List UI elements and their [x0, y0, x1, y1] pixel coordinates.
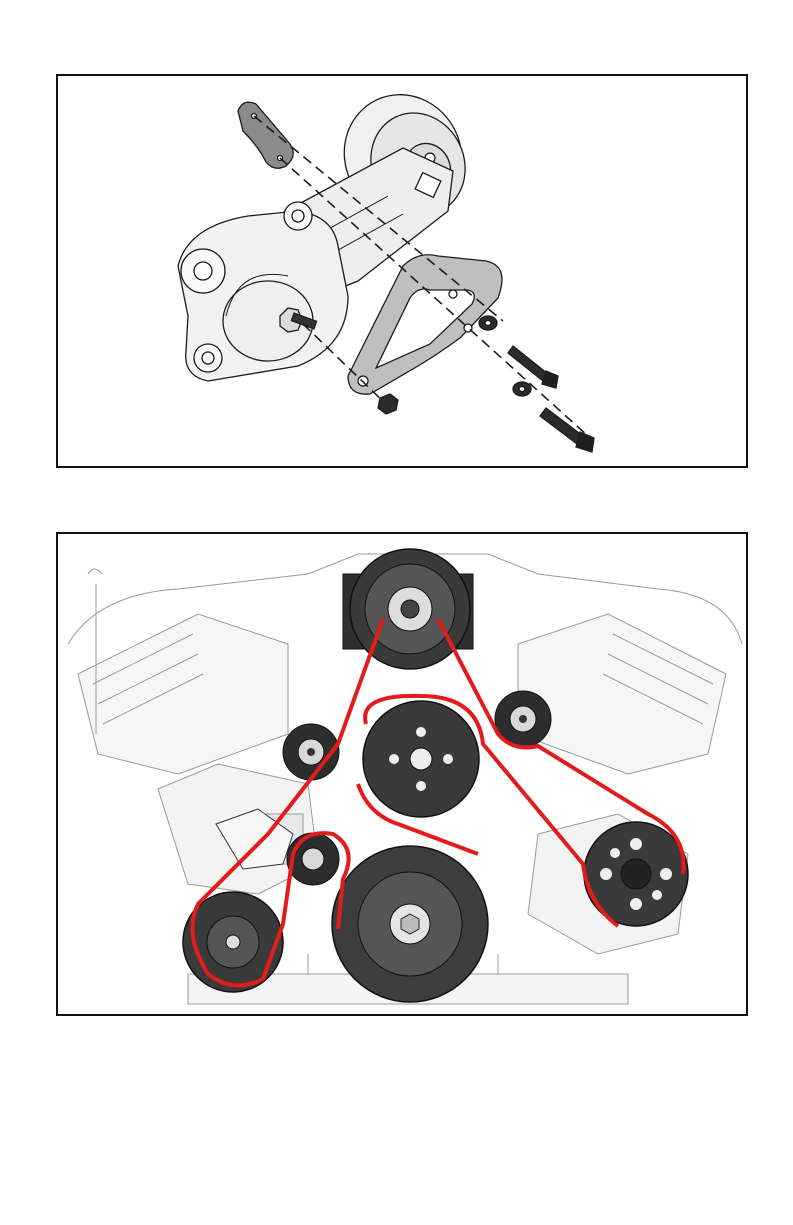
bolt [540, 408, 594, 452]
crankshaft-pulley [332, 846, 488, 1002]
washer [479, 316, 497, 330]
belt-routing-diagram [58, 534, 746, 1014]
tensioner-base [178, 202, 348, 381]
exploded-view-panel [56, 74, 748, 468]
belt-routing-panel [56, 532, 748, 1016]
nut [378, 394, 398, 414]
water-pump-pulley [363, 701, 479, 817]
washer [513, 382, 531, 396]
spacer-plate [238, 102, 293, 168]
exploded-view-diagram [58, 76, 746, 466]
bolt [508, 346, 558, 388]
